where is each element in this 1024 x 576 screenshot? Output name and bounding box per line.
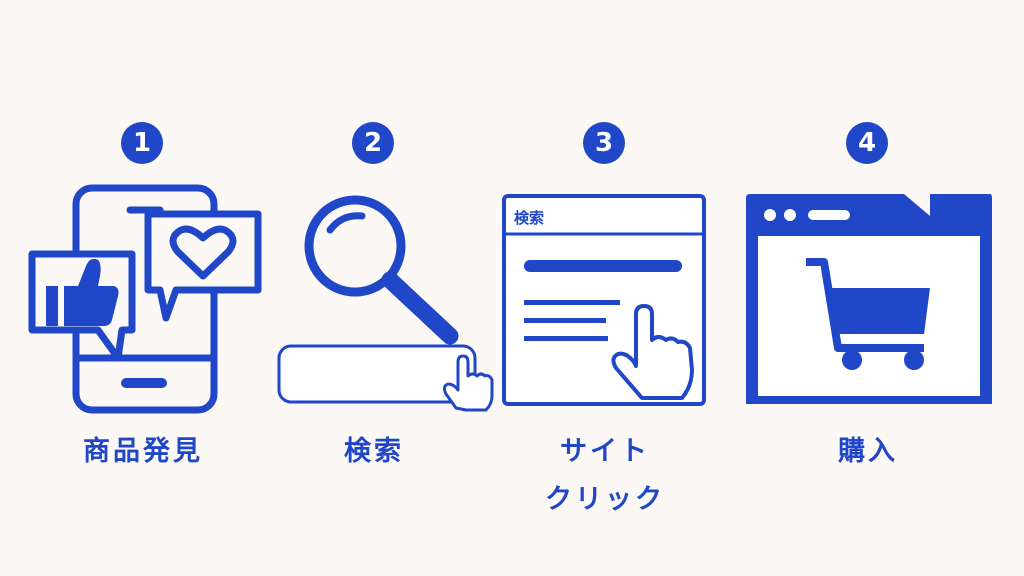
step-3-label-line-2: クリック (545, 484, 665, 515)
step-4-label: 購入 (748, 428, 988, 476)
step-2-number: 2 (352, 122, 394, 164)
step-3-label: サイト クリック (485, 428, 725, 524)
step-2-label: 検索 (254, 428, 494, 476)
step-2-label-line-1: 検索 (344, 436, 404, 467)
step-4-label-line-1: 購入 (838, 436, 898, 467)
window-title: 検索 (514, 209, 544, 227)
step-3-label-line-1: サイト (560, 436, 650, 467)
search-magnifier-icon (277, 195, 494, 412)
shopping-cart-window-icon (746, 194, 992, 404)
step-1-label: 商品発見 (23, 428, 263, 476)
step-3-number: 3 (583, 122, 625, 164)
step-1-number: 1 (121, 122, 163, 164)
search-results-click-icon: 検索 (502, 194, 706, 406)
smartphone-social-icon (28, 184, 262, 414)
step-1-label-line-1: 商品発見 (83, 436, 203, 467)
step-4-number: 4 (846, 122, 888, 164)
